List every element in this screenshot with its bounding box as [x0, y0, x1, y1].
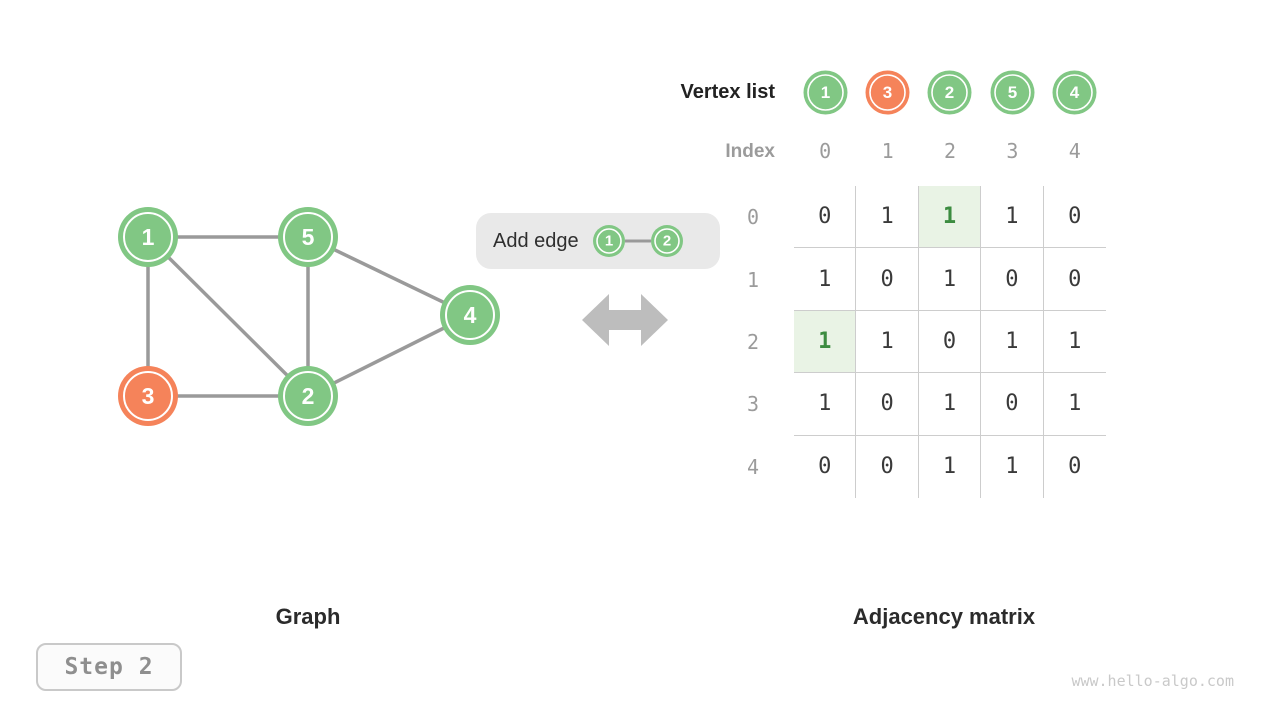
vertex-circle-fill	[990, 70, 1035, 115]
matrix-cell: 0	[856, 435, 919, 498]
vertex-circle-label: 4	[1070, 83, 1080, 102]
vertex-circle-label: 5	[1008, 83, 1017, 102]
graph-node-ring	[445, 290, 495, 340]
index-label: Index	[725, 141, 775, 162]
matrix-cell: 1	[919, 435, 982, 498]
vertex-circle-label: 2	[945, 83, 954, 102]
matrix-row-label: 0	[746, 205, 760, 230]
mini-node-ring	[653, 228, 680, 254]
index-value: 0	[819, 139, 832, 163]
graph-node-label: 5	[302, 224, 315, 250]
vertex-circle: 1	[803, 70, 848, 115]
matrix-cell: 1	[794, 373, 857, 436]
matrix-cell: 0	[1043, 248, 1106, 311]
vertex-circle-ring	[869, 74, 906, 111]
vertex-circle-fill	[1052, 70, 1097, 115]
matrix-cell: 1	[918, 373, 982, 436]
mini-node-label: 1	[604, 233, 612, 250]
matrix-cell: 1	[918, 248, 982, 311]
graph-node-label: 2	[302, 383, 315, 409]
add-edge-operation: Add edge 1 2	[476, 213, 720, 269]
graph-node-circle	[118, 366, 178, 426]
vertex-circle: 2	[927, 70, 972, 115]
graph-node: 1	[118, 207, 178, 267]
matrix-cell: 1	[794, 310, 857, 374]
matrix-cell: 1	[1043, 373, 1106, 436]
graph-edge	[307, 313, 471, 398]
add-edge-label: Add edge	[493, 229, 579, 252]
matrix-cell: 0	[1043, 186, 1106, 249]
matrix-caption: Adjacency matrix	[852, 604, 1036, 629]
matrix-row-label: 1	[746, 267, 760, 292]
matrix-cell: 1	[856, 186, 919, 249]
vertex-circle-label: 3	[883, 83, 892, 102]
matrix-cell: 1	[981, 186, 1044, 249]
step-label: Step 2	[64, 654, 154, 680]
step-badge: Step 2	[36, 643, 182, 691]
matrix-cell: 1	[918, 186, 982, 249]
vertex-circle-label: 1	[820, 83, 829, 102]
matrix-cell: 0	[918, 310, 982, 374]
vertex-circle-fill	[803, 70, 848, 115]
adjacency-matrix: 0 1 1 1 0 1 0 1 0 0 1 1 0 1 1 1 0 1 0 1 …	[794, 186, 1106, 498]
vertex-circle: 3	[865, 70, 910, 115]
matrix-cell: 0	[981, 373, 1044, 436]
graph-node-circle	[440, 285, 500, 345]
graph-node-ring	[283, 212, 333, 262]
graph-node: 4	[440, 285, 500, 345]
vertex-circle-ring	[1056, 74, 1094, 111]
graph-caption: Graph	[275, 604, 341, 629]
graph: 1 5 4 3 2	[118, 207, 500, 426]
mini-node-label: 2	[662, 233, 670, 250]
graph-node: 2	[278, 366, 338, 426]
matrix-row-label: 2	[746, 329, 760, 354]
graph-node: 5	[278, 207, 338, 267]
matrix-cell: 1	[981, 435, 1044, 498]
graph-node: 3	[118, 366, 178, 426]
index-value: 1	[881, 139, 894, 163]
matrix-cell: 0	[794, 435, 857, 498]
index-row: 0 1 2 3 4	[794, 139, 1106, 163]
add-edge-mini-graph: 1 2	[592, 225, 683, 257]
graph-node-label: 3	[142, 383, 155, 409]
matrix-cell: 0	[856, 248, 919, 311]
matrix-cell: 1	[794, 248, 857, 311]
matrix-cell: 1	[1043, 311, 1106, 374]
vertex-circle-fill	[927, 70, 972, 115]
vertex-circle-ring	[994, 74, 1031, 111]
graph-node-ring	[283, 371, 333, 421]
vertex-circle-ring	[931, 74, 969, 111]
graph-node-circle	[118, 207, 178, 267]
graph-node-ring	[123, 212, 173, 262]
vertex-circle-ring	[806, 74, 844, 111]
double-arrow-icon	[582, 294, 668, 346]
matrix-cell: 0	[794, 186, 857, 249]
matrix-cell: 0	[856, 373, 919, 436]
graph-node-label: 4	[464, 302, 477, 328]
matrix-cell: 1	[856, 310, 919, 374]
vertex-list: 1 3 2 5 4	[794, 70, 1106, 115]
graph-node-circle	[278, 366, 338, 426]
graph-node-ring	[123, 371, 173, 421]
index-value: 2	[943, 139, 956, 163]
matrix-cell: 1	[981, 310, 1044, 374]
matrix-row-label: 3	[746, 392, 760, 417]
vertex-circle: 4	[1052, 70, 1097, 115]
vertex-list-label: Vertex list	[680, 81, 775, 103]
mini-node-ring	[595, 228, 622, 254]
vertex-circle: 5	[990, 70, 1035, 115]
matrix-row-label: 4	[746, 454, 760, 479]
watermark: www.hello-algo.com	[1071, 672, 1234, 690]
matrix-cell: 0	[1068, 454, 1082, 480]
graph-node-label: 1	[142, 224, 155, 250]
graph-node-circle	[278, 207, 338, 267]
vertex-circle-fill	[865, 70, 910, 115]
index-value: 3	[1006, 139, 1019, 163]
index-value: 4	[1068, 139, 1081, 163]
matrix-row-labels: 0 1 2 3 4	[723, 186, 783, 498]
graph-edge	[146, 235, 310, 398]
matrix-cell: 0	[981, 248, 1044, 311]
